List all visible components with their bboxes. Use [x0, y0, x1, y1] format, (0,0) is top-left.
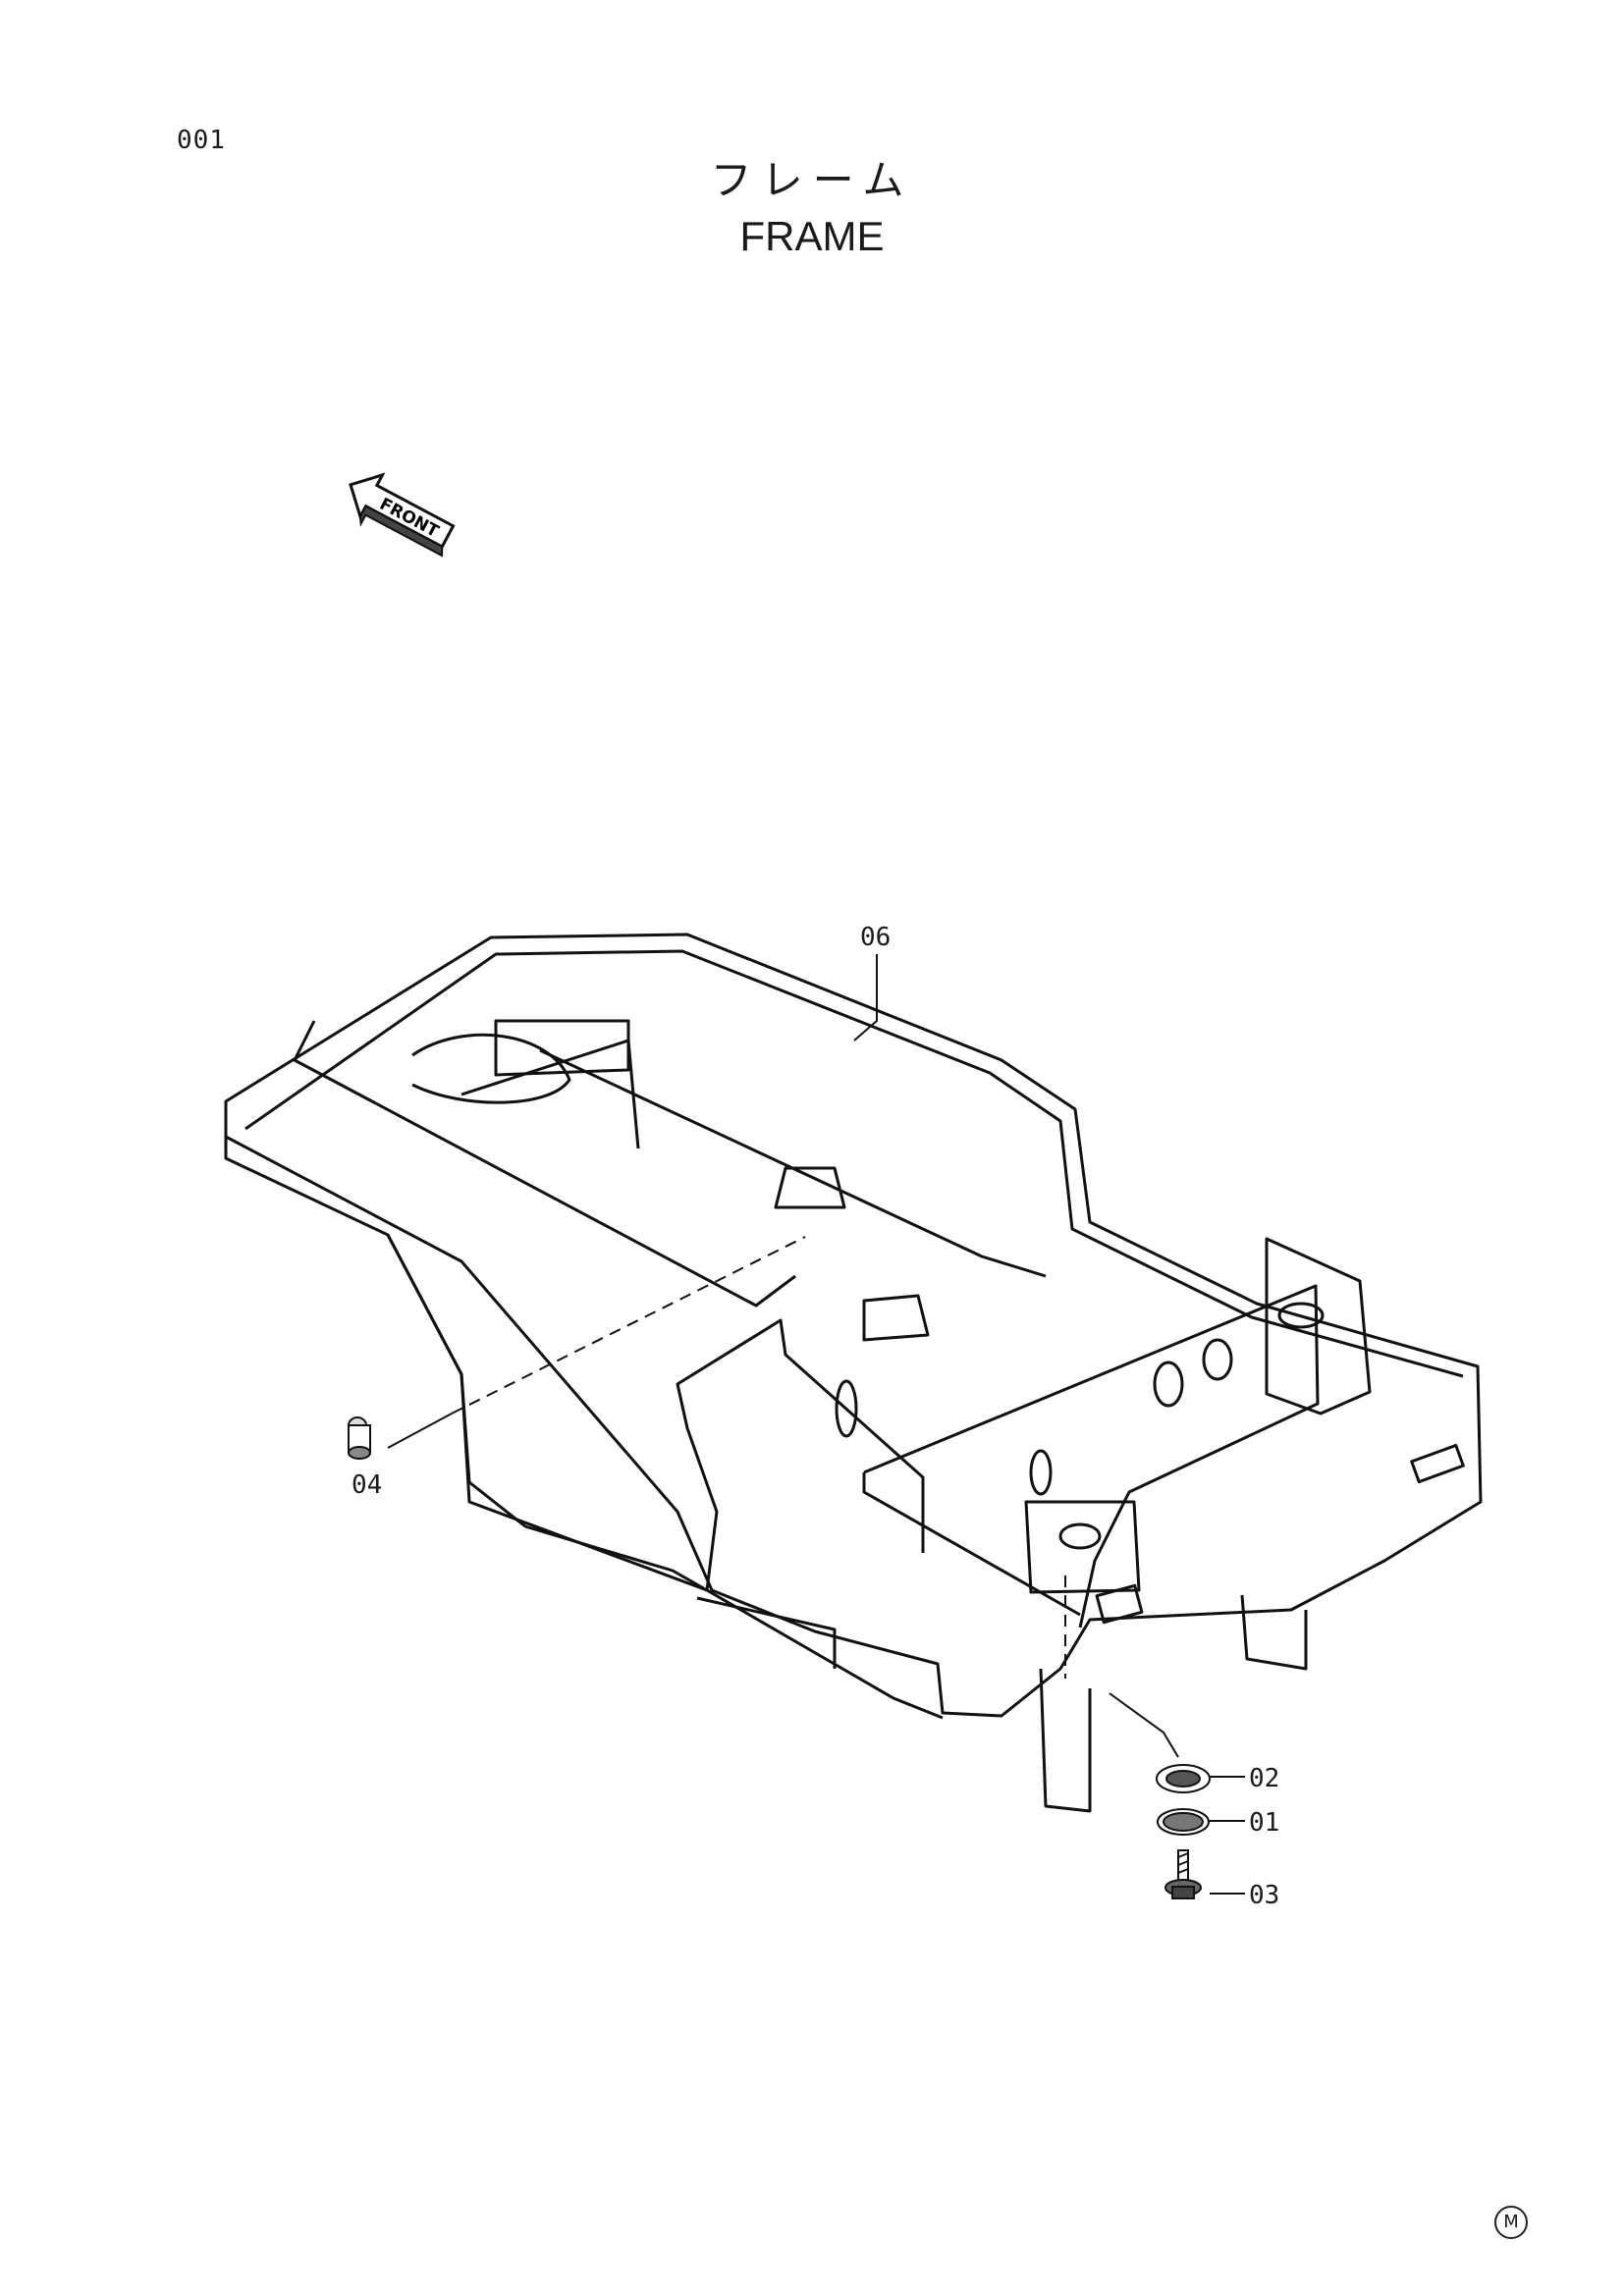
leader-02	[1109, 1692, 1179, 1758]
callout-01: 01	[1249, 1808, 1280, 1838]
cross-member-beam	[460, 1039, 640, 1149]
callout-06: 06	[860, 923, 892, 952]
leader-04	[387, 1413, 453, 1449]
part-03-bolt	[1164, 1849, 1202, 1899]
rear-foot	[1039, 1668, 1092, 1813]
maker-mark: M	[1494, 2206, 1528, 2239]
frame-inner-rim	[244, 949, 1464, 1378]
callout-04: 04	[352, 1470, 383, 1500]
title-japanese: フレーム	[710, 156, 914, 204]
cross-member-front	[494, 1019, 630, 1077]
callout-03: 03	[1249, 1881, 1280, 1910]
frame-top-rim	[224, 933, 1483, 1718]
page-number: 001	[177, 126, 226, 155]
center-boss-2	[862, 1294, 930, 1342]
leader-06	[853, 954, 878, 1041]
callout-02: 02	[1249, 1764, 1280, 1793]
left-rail	[696, 1596, 837, 1669]
title-english: FRAME	[739, 213, 885, 259]
part-01-plate	[1157, 1808, 1210, 1836]
frame-belly	[386, 1234, 944, 1720]
rear-box	[1265, 1237, 1372, 1415]
front-arrow-icon: FRONT	[349, 472, 456, 558]
front-plate	[863, 1284, 1320, 1629]
front-plate-edge	[862, 1472, 1081, 1617]
center-box	[1024, 1500, 1141, 1594]
swing-bearing-circle	[411, 1033, 571, 1104]
part-04-plug	[348, 1416, 371, 1460]
left-longitudinal-member	[293, 1020, 796, 1308]
leader-04-dashed	[451, 1236, 806, 1415]
right-longitudinal-member	[539, 1048, 1047, 1278]
frame-side-wall	[224, 1137, 925, 1592]
page-title: フレーム FRAME	[0, 147, 1624, 260]
center-boss	[774, 1166, 846, 1209]
part-02-washer	[1156, 1764, 1211, 1793]
right-foot	[1240, 1594, 1308, 1671]
